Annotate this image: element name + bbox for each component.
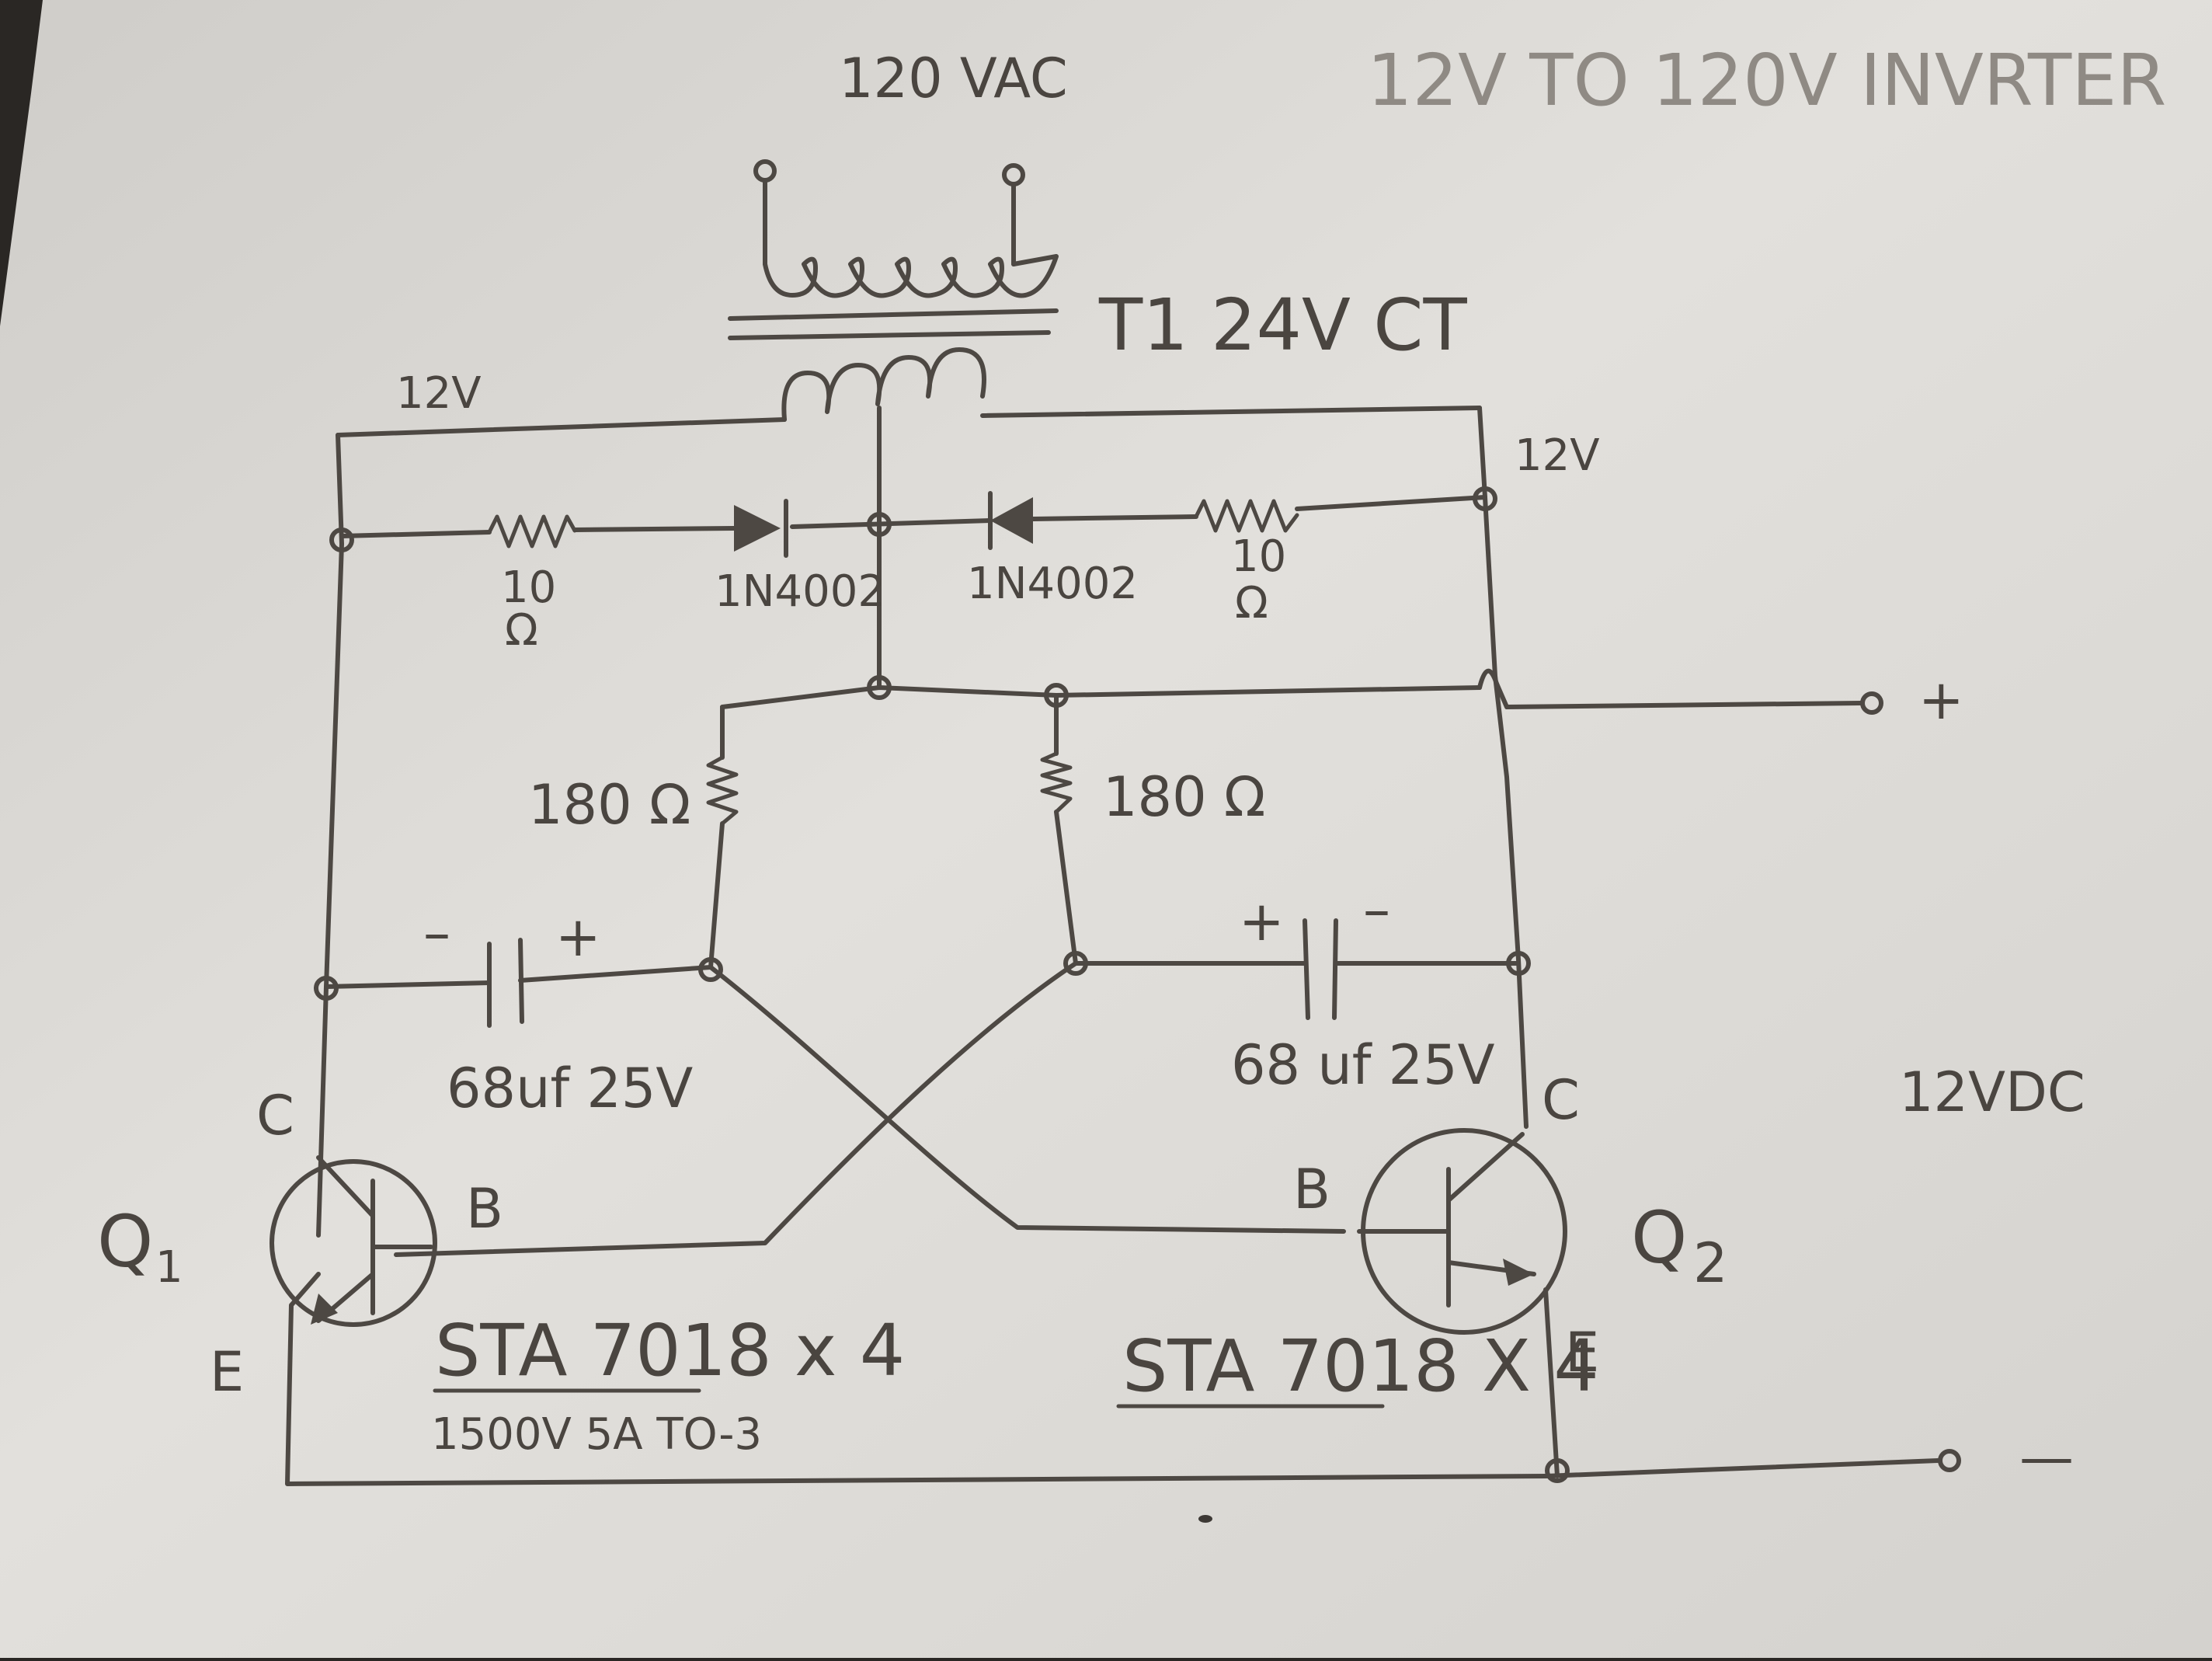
supply-right-label: 12V — [1515, 430, 1600, 481]
svg-text:Ω: Ω — [505, 605, 538, 656]
transformer-label: T1 24V CT — [1098, 284, 1467, 367]
svg-text:1N4002: 1N4002 — [967, 559, 1138, 609]
svg-text:–: – — [423, 901, 450, 965]
pencil-mark — [1198, 1515, 1212, 1523]
svg-text:STA 7018 x 4: STA 7018 x 4 — [435, 1309, 905, 1392]
svg-text:Ω: Ω — [1235, 578, 1268, 629]
capacitor-c1: – + 68uf 25V — [423, 901, 693, 1120]
supply-left-label: 12V — [396, 368, 482, 419]
svg-text:E: E — [1565, 1321, 1599, 1384]
transistor-q2: C B E Q 2 STA 7018 X 4 — [1116, 1068, 1728, 1409]
input-dc-label: 12VDC — [1899, 1060, 2085, 1124]
primary-winding — [781, 347, 986, 422]
diagram-title: 12V TO 120V INVRTER — [1367, 39, 2166, 122]
transformer-core — [728, 308, 1059, 321]
svg-text:1N4002: 1N4002 — [715, 566, 885, 617]
svg-text:Q: Q — [97, 1200, 153, 1283]
minus-terminal[interactable] — [1938, 1449, 1961, 1472]
svg-text:1500V 5A TO-3: 1500V 5A TO-3 — [431, 1409, 762, 1460]
svg-text:–: – — [1363, 878, 1390, 942]
transformer-t1 — [336, 159, 1482, 437]
svg-text:E: E — [210, 1340, 244, 1404]
plus-terminal[interactable] — [1860, 691, 1883, 715]
svg-text:1: 1 — [155, 1242, 183, 1293]
svg-text:B: B — [1293, 1158, 1330, 1221]
junction-nodes — [314, 486, 1570, 1483]
resistor-r4: 180 Ω — [1040, 751, 1265, 829]
plus-terminal-label: + — [1918, 668, 1964, 732]
wiring — [285, 406, 1961, 1486]
capacitor-c2: + – 68 uf 25V — [1231, 878, 1495, 1097]
transistor-q1: C B E Q 1 STA 7018 x 4 1500V 5A TO-3 — [97, 1084, 905, 1460]
svg-text:68uf 25V: 68uf 25V — [447, 1057, 693, 1120]
svg-text:68 uf 25V: 68 uf 25V — [1231, 1033, 1495, 1097]
svg-text:10: 10 — [1231, 531, 1286, 582]
minus-terminal-label: — — [2019, 1426, 2074, 1489]
diode-d1: 1N4002 — [715, 499, 885, 617]
svg-text:10: 10 — [501, 562, 556, 613]
svg-text:C: C — [1542, 1068, 1580, 1132]
diode-d2: 1N4002 — [967, 491, 1138, 609]
resistor-r1: 10 Ω — [487, 514, 577, 656]
svg-text:B: B — [466, 1177, 503, 1241]
svg-text:C: C — [256, 1084, 294, 1147]
svg-text:180 Ω: 180 Ω — [1103, 765, 1265, 829]
svg-text:180 Ω: 180 Ω — [528, 773, 690, 837]
resistor-r3: 180 Ω — [528, 755, 739, 837]
svg-text:+: + — [1239, 890, 1285, 953]
svg-text:+: + — [555, 905, 601, 969]
secondary-winding — [763, 254, 1059, 298]
svg-text:STA 7018 X 4: STA 7018 X 4 — [1122, 1325, 1599, 1408]
svg-text:Q: Q — [1631, 1196, 1687, 1280]
resistor-r2: 10 Ω — [1194, 499, 1299, 629]
output-ac-label: 120 VAC — [839, 47, 1068, 110]
svg-text:2: 2 — [1693, 1231, 1728, 1295]
